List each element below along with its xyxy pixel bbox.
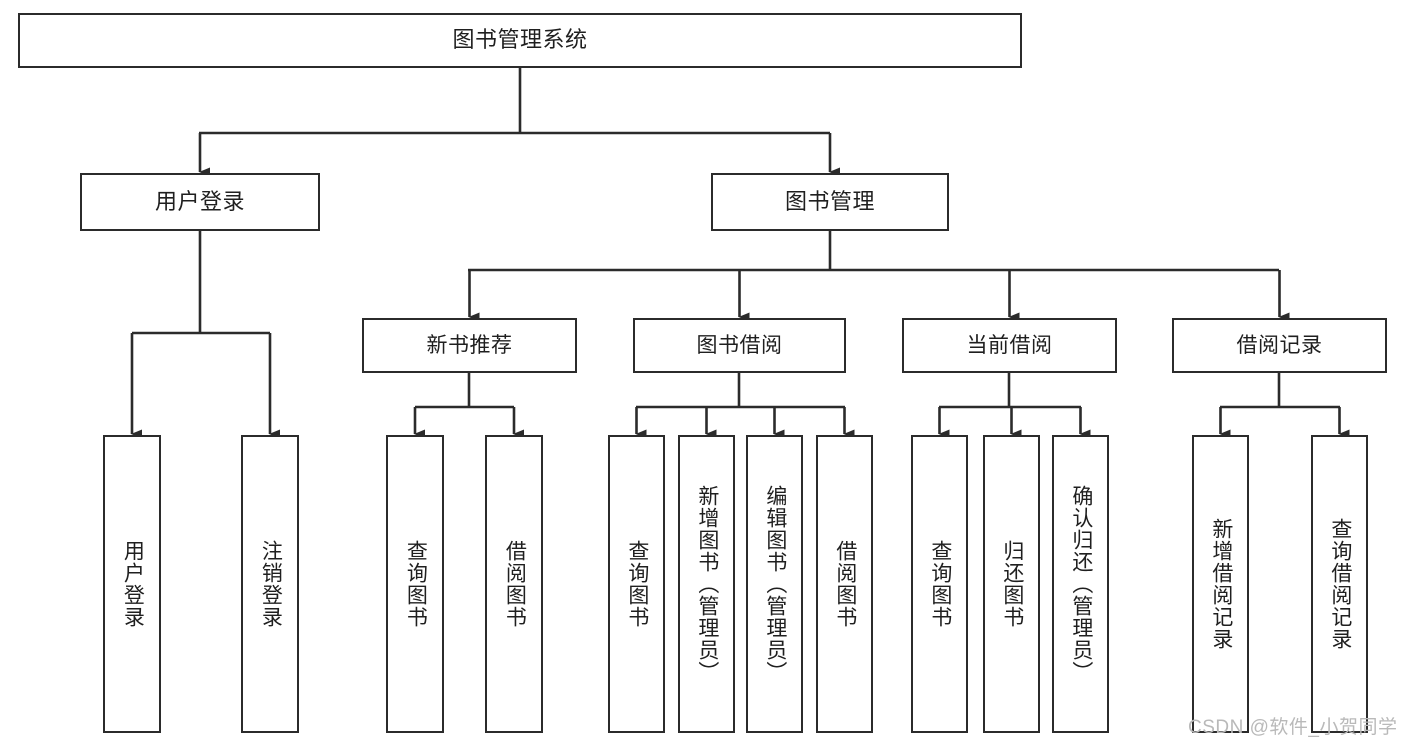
node-l4-4[interactable]: 借阅图书 (485, 435, 543, 733)
node-label: 确认归还（管理员） (1069, 485, 1093, 683)
node-label: 新书推荐 (426, 333, 513, 357)
node-label: 借阅图书 (503, 540, 527, 628)
node-l4-13[interactable]: 查询借阅记录 (1311, 435, 1368, 733)
node-l2-login[interactable]: 用户登录 (80, 173, 320, 231)
node-label: 查询图书 (625, 540, 649, 628)
node-l3-borrow[interactable]: 图书借阅 (633, 318, 846, 373)
node-label: 图书管理系统 (452, 27, 588, 53)
node-l4-9[interactable]: 查询图书 (911, 435, 968, 733)
node-label: 查询借阅记录 (1328, 518, 1352, 650)
node-l4-6[interactable]: 新增图书（管理员） (678, 435, 735, 733)
node-label: 当前借阅 (966, 333, 1053, 357)
node-l3-new[interactable]: 新书推荐 (362, 318, 577, 373)
node-label: 编辑图书（管理员） (763, 485, 787, 683)
node-label: 借阅记录 (1236, 333, 1323, 357)
node-l4-5[interactable]: 查询图书 (608, 435, 665, 733)
node-l4-2[interactable]: 注销登录 (241, 435, 299, 733)
node-label: 图书管理 (784, 188, 875, 214)
node-label: 图书借阅 (696, 333, 783, 357)
node-label: 用户登录 (121, 540, 145, 628)
node-l4-11[interactable]: 确认归还（管理员） (1052, 435, 1109, 733)
node-label: 新增图书（管理员） (695, 485, 719, 683)
node-l4-8[interactable]: 借阅图书 (816, 435, 873, 733)
node-label: 查询图书 (404, 540, 428, 628)
node-label: 注销登录 (259, 540, 283, 628)
node-l3-current[interactable]: 当前借阅 (902, 318, 1117, 373)
node-l4-12[interactable]: 新增借阅记录 (1192, 435, 1249, 733)
node-label: 用户登录 (154, 188, 245, 214)
node-l3-record[interactable]: 借阅记录 (1172, 318, 1387, 373)
node-label: 新增借阅记录 (1209, 518, 1233, 650)
node-l4-3[interactable]: 查询图书 (386, 435, 444, 733)
csdn-watermark: CSDN @软件_小贺同学 (1188, 717, 1398, 738)
node-l2-book[interactable]: 图书管理 (711, 173, 949, 231)
node-l4-10[interactable]: 归还图书 (983, 435, 1040, 733)
tree-connectors (130, 68, 1350, 439)
node-label: 借阅图书 (833, 540, 857, 628)
node-label: 查询图书 (928, 540, 952, 628)
node-l4-1[interactable]: 用户登录 (103, 435, 161, 733)
node-l4-7[interactable]: 编辑图书（管理员） (746, 435, 803, 733)
node-root[interactable]: 图书管理系统 (18, 13, 1022, 68)
node-label: 归还图书 (1000, 540, 1024, 628)
